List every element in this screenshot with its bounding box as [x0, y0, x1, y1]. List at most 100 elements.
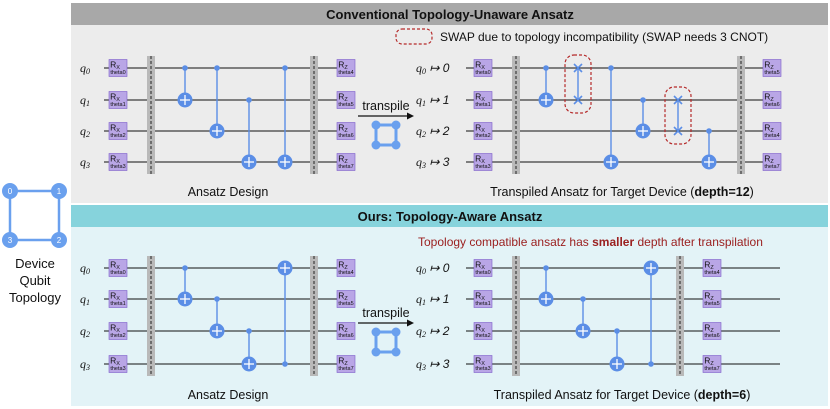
top-ansatz-rx-gate-param: theta2: [110, 133, 125, 139]
top-ansatz-caption: Ansatz Design: [188, 185, 269, 199]
bottom-ansatz-rz-gate-param: theta6: [338, 333, 353, 339]
bottom-transpiled-cnot-control: [543, 265, 549, 271]
bottom-ansatz-rz-gate-box: [336, 290, 356, 308]
bottom-transpile-device-node: [391, 327, 401, 337]
bottom-ansatz-qubit-label: q0: [80, 261, 90, 276]
bottom-transpile-head: [407, 319, 414, 327]
top-ansatz-rz-gate-box: [336, 122, 356, 140]
top-ansatz-rx-gate-label: RX: [110, 92, 120, 104]
top-transpiled-cnot: [603, 65, 619, 170]
device-node-label: 1: [57, 187, 62, 196]
device-label-line: Qubit: [19, 273, 50, 288]
top-transpiled-rx-gate-param: theta3: [475, 164, 490, 170]
top-ansatz-barrier-bg: [147, 56, 155, 174]
top-transpiled-rz-gate-param: theta6: [764, 102, 779, 108]
bottom-transpile-device-edges: [374, 330, 398, 354]
bottom-ansatz-rx-gate-box: [108, 355, 128, 373]
swap-legend-box: [395, 28, 433, 45]
bottom-ansatz-rz-gate-label: RZ: [338, 291, 348, 303]
top-transpiled-qubit-label: q0 ↦ 0: [416, 61, 450, 76]
bottom-transpiled-rz-gate-label: RZ: [704, 323, 714, 335]
top-transpiled-rz-gate-box: [762, 59, 782, 77]
top-transpiled-barrier-bg: [512, 56, 520, 174]
device-node-label: 0: [8, 187, 13, 196]
top-transpile-label: transpile: [362, 99, 409, 113]
bottom-ansatz-rx-gate-box: [108, 290, 128, 308]
bottom-ansatz-rx-gate-label: RX: [110, 260, 120, 272]
top-transpiled-rx-gate-box: [473, 59, 493, 77]
bottom-transpiled-rx-gate-label: RX: [475, 323, 485, 335]
bottom-ansatz-cnot: [177, 265, 193, 307]
bottom-ansatz-cnot: [241, 328, 257, 372]
top-transpiled-cnot: [635, 97, 651, 139]
top-ansatz-rz-gate-param: theta7: [338, 164, 353, 170]
top-ansatz-barrier-bg: [310, 56, 318, 174]
top-transpiled-rx-gate-param: theta2: [475, 133, 490, 139]
top-ansatz-rz-gate-box: [336, 91, 356, 109]
top-transpiled-rx-gate-label: RX: [475, 154, 485, 166]
device-label-line: Device: [15, 256, 55, 271]
bottom-transpiled-rz-gate-box: [702, 259, 722, 277]
bottom-transpiled-rx-gate-box: [473, 322, 493, 340]
top-transpile-device-edges: [374, 123, 398, 147]
top-transpiled-qubit-label: q2 ↦ 2: [416, 124, 450, 139]
top-transpiled-rz-gate-label: RZ: [764, 154, 774, 166]
bottom-transpiled-caption: Transpiled Ansatz for Target Device (dep…: [494, 388, 751, 402]
top-transpiled-cnot: [701, 128, 717, 170]
top-transpiled-swap-box: [564, 54, 592, 114]
top-transpiled-cnot-control: [640, 97, 646, 103]
bottom-ansatz-rz-gate-label: RZ: [338, 356, 348, 368]
bottom-transpile-device-node: [371, 327, 381, 337]
top-ansatz-rx-gate-label: RX: [110, 123, 120, 135]
bottom-ansatz-rx-gate-label: RX: [110, 291, 120, 303]
top-transpiled-rz-gate-param: theta7: [764, 164, 779, 170]
bottom-transpiled-rx-gate-param: theta0: [475, 270, 490, 276]
top-ansatz-qubit-label: q3: [80, 155, 90, 170]
bottom-transpiled-qubit-label: q3 ↦ 3: [416, 357, 450, 372]
top-transpiled-swap-x: [673, 95, 683, 105]
bottom-transpiled-rz-gate-label: RZ: [704, 291, 714, 303]
top-transpiled-rx-gate-label: RX: [475, 92, 485, 104]
bottom-ansatz-rx-gate-param: theta1: [110, 301, 125, 307]
top-ansatz-cnot-control: [282, 65, 288, 71]
bottom-transpiled-rx-gate-label: RX: [475, 260, 485, 272]
top-banner-bg: [71, 3, 828, 25]
bottom-ansatz-rx-gate-label: RX: [110, 323, 120, 335]
bottom-transpiled-rz-gate-box: [702, 322, 722, 340]
bottom-transpiled-rz-gate-param: theta6: [704, 333, 719, 339]
bottom-transpiled-rx-gate-param: theta2: [475, 333, 490, 339]
top-ansatz-barrier: [147, 56, 155, 174]
top-transpiled-qubit-label: q3 ↦ 3: [416, 155, 450, 170]
bottom-ansatz-rz-gate-param: theta4: [338, 270, 353, 276]
bottom-transpiled-cnot: [575, 296, 591, 339]
top-ansatz-cnot: [241, 97, 257, 170]
top-transpiled-rz-gate-label: RZ: [764, 60, 774, 72]
device-node-label: 2: [57, 236, 62, 245]
top-transpiled-swap-box: [664, 86, 692, 145]
top-ansatz-rx-gate-box: [108, 91, 128, 109]
top-transpile-device-node: [391, 120, 401, 130]
top-ansatz-cnot: [177, 65, 193, 108]
bottom-transpiled-rz-gate-param: theta7: [704, 366, 719, 372]
bottom-ansatz-rx-gate-label: RX: [110, 356, 120, 368]
bottom-banner-title: Ours: Topology-Aware Ansatz: [358, 209, 543, 224]
top-transpiled-rx-gate-param: theta0: [475, 70, 490, 76]
top-transpile-head: [407, 112, 414, 120]
top-banner-title: Conventional Topology-Unaware Ansatz: [326, 7, 574, 22]
circuits: q0q1q2q3RXtheta0RXtheta1RXtheta2RXtheta3…: [80, 54, 782, 376]
bottom-ansatz-rx-gate-box: [108, 259, 128, 277]
